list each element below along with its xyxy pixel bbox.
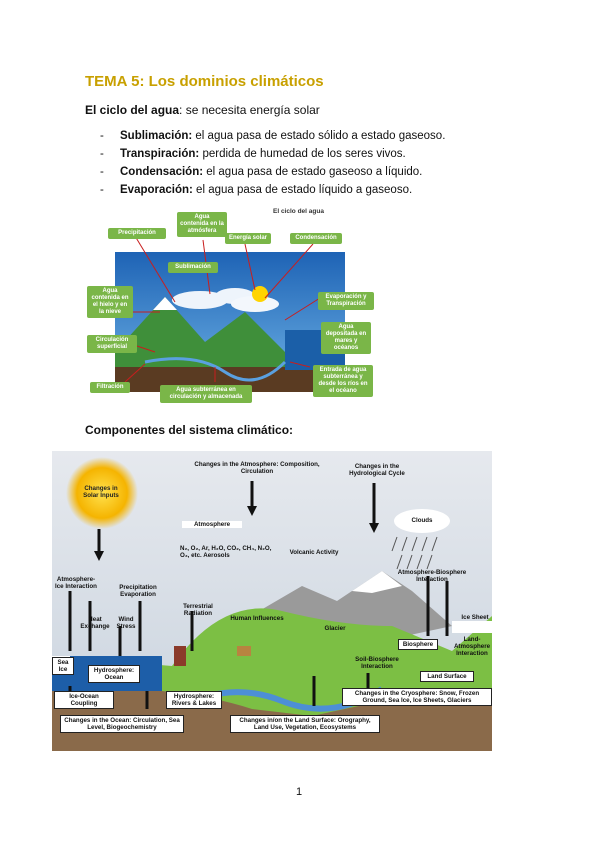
label-sea-ice: Sea Ice [52, 657, 74, 675]
definition: el agua pasa de estado gaseoso a líquido… [203, 166, 423, 178]
label-hydro-ocean: Hydrosphere: Ocean [88, 665, 140, 683]
label-heat-exchange: Heat Exchange [80, 616, 110, 630]
list-item: Evaporación: el agua pasa de estado líqu… [100, 181, 445, 199]
label-gases: N₂, O₂, Ar, H₂O, CO₂, CH₄, N₂O, O₃, etc.… [180, 545, 272, 559]
term: Condensación: [120, 166, 204, 178]
label-land-atm: Land-Atmosphere Interaction [453, 636, 491, 657]
definitions-list: Sublimación: el agua pasa de estado sóli… [100, 127, 445, 199]
label-filtracion: Filtración [90, 382, 130, 393]
label-hydro-cycle: Changes in the Hydrological Cycle [349, 463, 405, 477]
term: Transpiración: [120, 148, 200, 160]
term: Evaporación: [120, 184, 193, 196]
label-wind-stress: Wind Stress [116, 616, 136, 630]
section-water-cycle: El ciclo del agua: se necesita energía s… [85, 103, 320, 117]
label-agua-hielo: Agua contenida en el hielo y en la nieve [87, 286, 133, 318]
list-item: Condensación: el agua pasa de estado gas… [100, 163, 445, 181]
water-cycle-diagram: El ciclo del agua Precipitación Agua con… [85, 202, 381, 408]
section-water-cycle-rest: : se necesita energía solar [179, 103, 320, 117]
label-hydro-rivers: Hydrosphere: Rivers & Lakes [166, 691, 222, 709]
label-glacier: Glacier [324, 625, 346, 632]
label-atm-bio: Atmosphere-Biosphere Interaction [397, 569, 467, 583]
definition: el agua pasa de estado líquido a gaseoso… [192, 184, 413, 196]
label-precip-evap: Precipitation Evaporation [119, 584, 157, 598]
label-atm-ice: Atmosphere-Ice Interaction [55, 576, 97, 590]
definition: el agua pasa de estado sólido a estado g… [192, 130, 446, 142]
label-energia-solar: Energía solar [225, 233, 271, 244]
label-volcanic: Volcanic Activity [289, 549, 339, 556]
label-solar-inputs: Changes in Solar Inputs [83, 485, 119, 499]
water-cycle-title: El ciclo del agua [273, 208, 324, 215]
label-entrada: Entrada de agua subterránea y desde los … [313, 365, 373, 397]
section-water-cycle-bold: El ciclo del agua [85, 103, 180, 117]
label-circulacion: Circulación superficial [87, 335, 137, 353]
label-agua-atmosfera: Agua contenida en la atmósfera [177, 212, 227, 237]
label-ice-sheet: Ice Sheet [461, 614, 489, 621]
label-land-surface: Land Surface [420, 671, 474, 682]
label-evaporacion: Evaporación y Transpiración [318, 292, 374, 310]
definition: perdida de humedad de los seres vivos. [199, 148, 406, 160]
term: Sublimación: [120, 130, 193, 142]
label-condensacion: Condensación [290, 233, 342, 244]
list-item: Sublimación: el agua pasa de estado sóli… [100, 127, 445, 145]
label-biosphere: Biosphere [398, 639, 438, 650]
label-precipitacion: Precipitación [108, 228, 166, 239]
label-land-changes: Changes in/on the Land Surface: Orograph… [230, 715, 380, 733]
label-subterranea: Agua subterránea en circulación y almace… [160, 385, 252, 403]
label-clouds: Clouds [411, 517, 433, 524]
label-agua-depositada: Agua depositada en mares y océanos [321, 322, 371, 354]
water-cycle-illustration [115, 235, 345, 392]
label-terrestrial: Terrestrial Radiation [183, 603, 213, 617]
label-sublimacion: Sublimación [168, 262, 218, 273]
list-item: Transpiración: perdida de humedad de los… [100, 145, 445, 163]
label-ice-ocean: Ice-Ocean Coupling [54, 691, 114, 709]
climate-system-diagram: Changes in Solar Inputs Changes in the A… [52, 451, 492, 751]
label-atmosphere-changes: Changes in the Atmosphere: Composition, … [194, 461, 320, 475]
label-atmosphere: Atmosphere [182, 521, 242, 528]
section-climate-system: Componentes del sistema climático: [85, 423, 294, 437]
page-title: TEMA 5: Los dominios climáticos [85, 73, 324, 90]
label-cryosphere: Changes in the Cryosphere: Snow, Frozen … [342, 688, 492, 706]
label-ocean-changes: Changes in the Ocean: Circulation, Sea L… [60, 715, 184, 733]
label-human: Human Influences [230, 615, 284, 622]
page-number: 1 [296, 786, 303, 798]
label-soil-bio: Soil-Biosphere Interaction [355, 656, 399, 670]
